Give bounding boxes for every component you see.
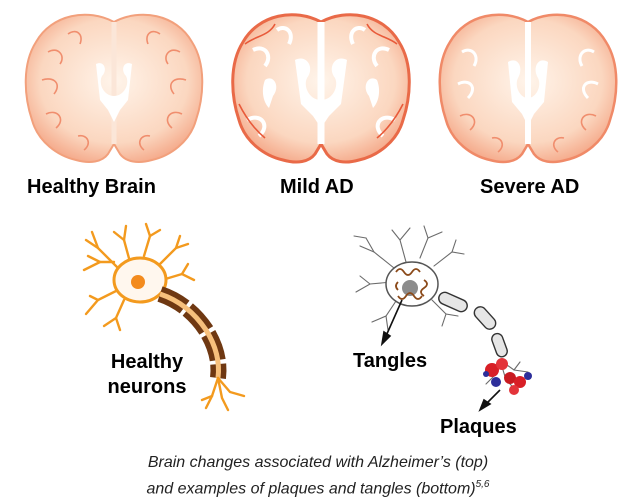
mild-ad-label: Mild AD — [280, 176, 354, 198]
plaque-clusters — [483, 358, 532, 395]
caption-line2: and examples of plaques and tangles (bot… — [0, 474, 636, 500]
healthy-neuron-image — [82, 222, 246, 412]
healthy-neurons-label-line2: neurons — [107, 376, 187, 398]
healthy-neurons-label-line1: Healthy — [110, 351, 184, 373]
diseased-neuron-image — [353, 225, 532, 412]
figure-caption: Brain changes associated with Alzheimer’… — [0, 452, 636, 500]
severe-ad-label: Severe AD — [480, 176, 580, 198]
healthy-brain-image — [24, 13, 204, 163]
caption-line1: Brain changes associated with Alzheimer’… — [147, 454, 489, 471]
mild-ad-brain-image — [231, 13, 411, 164]
healthy-brain-label: Healthy Brain — [27, 176, 156, 198]
caption-refs: 5,6 — [475, 479, 490, 490]
tangles-label: Tangles — [353, 350, 428, 372]
caption-line2-text: and examples of plaques and tangles (bot… — [146, 480, 476, 498]
plaques-label: Plaques — [440, 416, 517, 438]
severe-ad-brain-image — [438, 13, 618, 164]
healthy-neurons-label: Healthy neurons — [108, 350, 187, 400]
